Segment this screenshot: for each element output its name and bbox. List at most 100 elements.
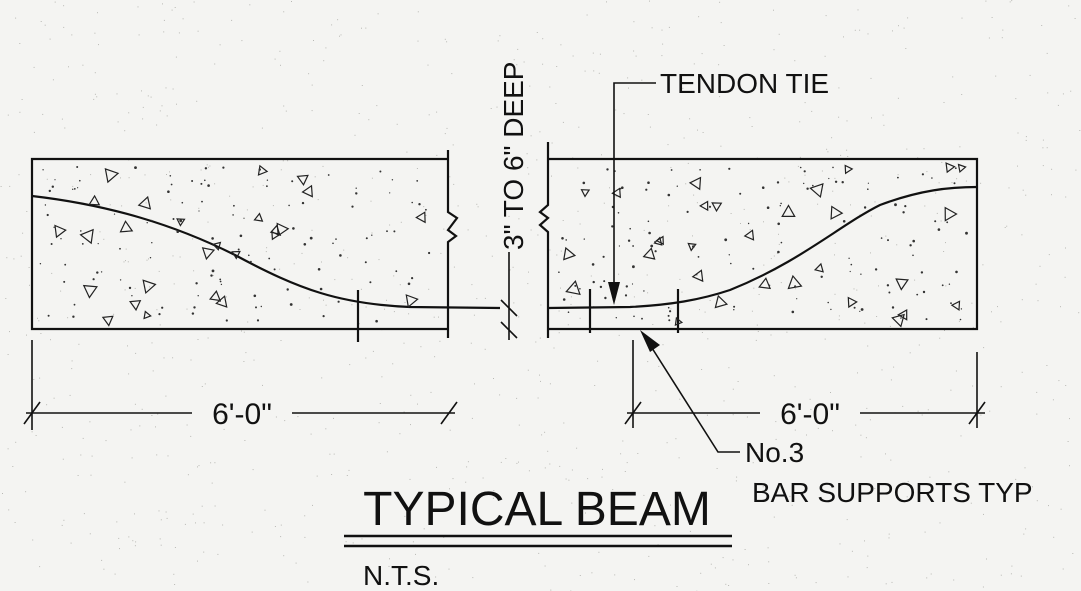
paper-speckle: [436, 466, 437, 468]
aggregate-dot: [921, 173, 925, 176]
paper-speckle: [5, 298, 7, 299]
paper-speckle: [301, 252, 303, 254]
paper-speckle: [855, 424, 857, 426]
paper-speckle: [903, 27, 905, 29]
paper-speckle: [333, 453, 335, 455]
paper-speckle: [171, 9, 173, 11]
aggregate-dot: [579, 288, 581, 290]
paper-speckle: [953, 579, 955, 581]
aggregate-dot: [225, 319, 228, 322]
aggregate-dot: [288, 204, 290, 207]
paper-speckle: [70, 542, 72, 544]
aggregate-dot: [621, 186, 624, 189]
paper-speckle: [762, 486, 764, 488]
paper-speckle: [252, 469, 254, 471]
paper-speckle: [1047, 92, 1049, 94]
paper-speckle: [173, 283, 175, 285]
left-dim-tick-end: [440, 401, 458, 425]
paper-speckle: [223, 428, 225, 430]
paper-speckle: [1029, 74, 1031, 76]
paper-speckle: [586, 14, 588, 16]
paper-speckle: [773, 375, 775, 377]
paper-speckle: [119, 548, 120, 550]
paper-speckle: [40, 333, 42, 334]
paper-speckle: [166, 517, 168, 519]
paper-speckle: [936, 212, 938, 214]
paper-speckle: [883, 124, 885, 126]
aggregate-dot: [567, 311, 570, 314]
paper-speckle: [1060, 306, 1061, 308]
paper-speckle: [222, 418, 224, 420]
paper-speckle: [404, 302, 406, 303]
paper-speckle: [1074, 18, 1076, 19]
aggregate-dot: [407, 282, 411, 286]
aggregate-dot: [319, 287, 323, 291]
paper-speckle: [7, 114, 9, 116]
aggregate-dot: [39, 263, 42, 265]
aggregate-dot: [830, 308, 832, 311]
paper-speckle: [628, 87, 629, 89]
paper-speckle: [951, 182, 953, 184]
aggregate-dot: [909, 244, 912, 247]
paper-speckle: [655, 390, 657, 392]
aggregate-dot: [195, 282, 198, 285]
paper-speckle: [538, 552, 540, 554]
title-block: TYPICAL BEAM N.T.S.: [344, 483, 732, 591]
aggregate-dot: [728, 254, 730, 256]
aggregate-dot: [922, 290, 926, 294]
paper-speckle: [279, 50, 281, 52]
paper-speckle: [329, 453, 331, 455]
paper-speckle: [551, 142, 553, 144]
paper-speckle: [360, 288, 362, 290]
aggregate-dot: [255, 306, 257, 309]
aggregate-dot: [561, 237, 564, 240]
paper-speckle: [141, 90, 142, 92]
paper-speckle: [193, 1, 195, 3]
aggregate-dot: [113, 213, 116, 215]
paper-speckle: [909, 352, 911, 354]
aggregate-dot: [411, 277, 414, 280]
aggregate-dot: [81, 243, 84, 245]
aggregate-dot: [332, 242, 334, 245]
aggregate-dot: [395, 270, 398, 273]
aggregate-mark: [253, 212, 264, 222]
aggregate-dot: [777, 222, 780, 226]
aggregate-dot: [239, 234, 243, 238]
paper-speckle: [113, 313, 115, 315]
paper-speckle: [377, 13, 379, 15]
aggregate-dot: [128, 286, 132, 290]
paper-speckle: [965, 180, 967, 182]
aggregate-dot: [842, 220, 846, 223]
bar-supports-arrowhead: [640, 330, 660, 352]
bar-supports-callout: No.3 BAR SUPPORTS TYP: [640, 330, 1033, 508]
aggregate-dot: [260, 305, 262, 308]
aggregate-dot: [859, 310, 861, 312]
right-concrete-aggregate: [558, 162, 968, 328]
paper-speckle: [21, 99, 23, 100]
paper-speckle: [265, 251, 267, 253]
paper-speckle: [93, 98, 95, 100]
aggregate-dot: [291, 180, 294, 183]
paper-speckle: [517, 48, 519, 50]
paper-speckle: [166, 115, 168, 117]
paper-speckle: [1069, 418, 1070, 420]
paper-speckle: [892, 30, 893, 32]
paper-speckle: [80, 454, 82, 456]
paper-speckle: [956, 178, 958, 180]
aggregate-mark: [809, 182, 824, 199]
paper-speckle: [159, 110, 161, 112]
aggregate-dot: [266, 185, 268, 188]
paper-speckle: [838, 315, 840, 317]
aggregate-dot: [796, 298, 798, 300]
paper-speckle: [658, 365, 660, 367]
aggregate-dot: [197, 295, 199, 297]
paper-speckle: [287, 160, 289, 162]
paper-speckle: [756, 324, 758, 326]
paper-speckle: [28, 267, 30, 268]
paper-speckle: [1042, 147, 1044, 149]
paper-speckle: [325, 304, 327, 306]
paper-speckle: [746, 416, 748, 418]
aggregate-dot: [667, 314, 670, 317]
paper-speckle: [935, 192, 937, 194]
paper-speckle: [709, 300, 711, 301]
